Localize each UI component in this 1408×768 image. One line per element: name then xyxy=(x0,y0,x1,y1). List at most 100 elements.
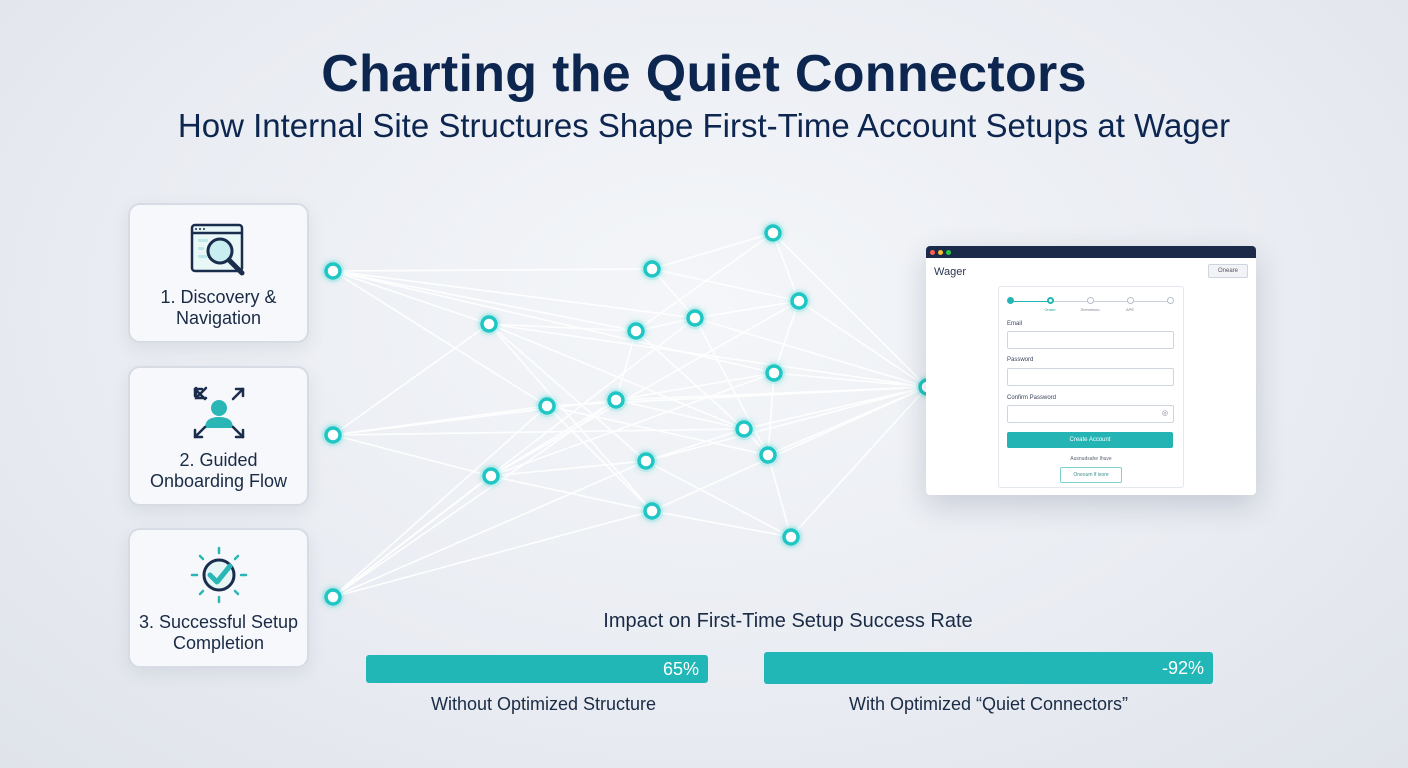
connector-line xyxy=(767,372,775,456)
show-password-icon[interactable]: ◎ xyxy=(1161,410,1168,417)
step-label: Srenmisoo xyxy=(1080,307,1100,312)
connector-line xyxy=(615,386,928,401)
connector-line xyxy=(490,300,800,477)
step-label: Onare xyxy=(1044,307,1056,312)
connector-node xyxy=(641,258,663,280)
page-subtitle: How Internal Site Structures Shape First… xyxy=(177,107,1231,144)
connector-line xyxy=(488,323,637,332)
connector-node xyxy=(684,307,706,329)
stepper-line xyxy=(1052,301,1172,302)
connector-line xyxy=(798,300,928,388)
connector-line xyxy=(332,270,637,332)
create-account-button[interactable]: Create Account xyxy=(1007,432,1173,448)
connector-line xyxy=(332,323,490,436)
connector-node xyxy=(635,450,657,472)
success-bar-with: -92% xyxy=(764,652,1213,684)
secondary-button[interactable]: Oneoum lf ixore xyxy=(1060,467,1122,483)
signup-stepper: Onare Srenmisoo APE xyxy=(1007,297,1175,315)
bar-caption: Without Optimized Structure xyxy=(430,694,657,714)
connector-node xyxy=(763,362,785,384)
connector-line xyxy=(767,386,928,456)
connector-line xyxy=(615,372,775,401)
step-dot-active xyxy=(1047,297,1054,304)
connector-line xyxy=(332,268,653,272)
signup-form: Onare Srenmisoo APE Email Password Confi… xyxy=(998,286,1184,488)
step-dot xyxy=(1127,297,1134,304)
connector-line xyxy=(772,232,800,302)
connector-line xyxy=(490,475,653,512)
step-label: APE xyxy=(1125,307,1134,312)
step-dot xyxy=(1007,297,1014,304)
email-label: Email xyxy=(1007,321,1023,327)
connector-line xyxy=(488,323,647,462)
stage-label: 2. Guided Onboarding Flow xyxy=(149,450,288,491)
connector-line xyxy=(694,317,769,456)
password-field[interactable] xyxy=(1007,368,1174,386)
connector-line xyxy=(332,270,696,319)
connector-line xyxy=(488,323,653,512)
connector-line xyxy=(332,399,617,598)
connector-node xyxy=(478,313,500,335)
connector-node xyxy=(322,260,344,282)
connector-node xyxy=(780,526,802,548)
connector-line xyxy=(488,323,928,388)
connector-line xyxy=(332,510,653,598)
connector-line xyxy=(332,434,492,477)
connector-line xyxy=(546,405,769,456)
connector-node xyxy=(322,586,344,608)
stage-card-discovery: 1. Discovery & Navigation xyxy=(128,203,309,343)
connector-line xyxy=(645,428,745,462)
success-bar-without: 65% xyxy=(366,655,708,683)
connector-line xyxy=(332,460,647,598)
connector-node xyxy=(536,395,558,417)
page-title: Charting the Quiet Connectors xyxy=(321,45,1087,103)
site-brand: Wager xyxy=(934,266,966,278)
connector-line xyxy=(651,386,928,512)
connector-node xyxy=(762,222,784,244)
connector-node xyxy=(788,290,810,312)
header-button[interactable]: Oneare xyxy=(1208,264,1248,278)
connector-node xyxy=(322,424,344,446)
connector-line xyxy=(790,386,928,538)
impact-title: Impact on First-Time Setup Success Rate xyxy=(603,610,973,632)
connector-line xyxy=(332,270,548,407)
connector-line xyxy=(645,386,928,462)
connector-line xyxy=(767,454,792,538)
connector-node xyxy=(757,444,779,466)
step-dot xyxy=(1167,297,1174,304)
connector-line xyxy=(694,300,800,319)
bar-caption: With Optimized “Quiet Connectors” xyxy=(848,694,1129,714)
magnifier-browser-icon xyxy=(190,223,245,276)
confirm-password-field[interactable]: ◎ xyxy=(1007,405,1174,423)
connector-line xyxy=(332,270,490,325)
maximize-dot-icon xyxy=(946,250,951,255)
connector-node xyxy=(733,418,755,440)
connector-line xyxy=(651,510,792,538)
step-dot xyxy=(1087,297,1094,304)
signup-browser-mockup: Wager Oneare Onare Srenmisoo APE Email P… xyxy=(926,246,1256,495)
connector-line xyxy=(615,330,637,401)
browser-title-bar xyxy=(926,246,1256,258)
checkmark-badge-icon xyxy=(190,546,248,604)
confirm-password-label: Confirm Password xyxy=(1007,395,1057,401)
email-field[interactable] xyxy=(1007,331,1174,349)
connector-line xyxy=(332,399,617,436)
connector-line xyxy=(651,232,774,270)
connector-line xyxy=(773,372,928,388)
close-dot-icon xyxy=(930,250,935,255)
connector-line xyxy=(488,323,745,430)
stage-card-onboarding: 2. Guided Onboarding Flow xyxy=(128,366,309,506)
stage-card-completion: 3. Successful Setup Completion xyxy=(128,528,309,668)
connector-node xyxy=(641,500,663,522)
connector-line xyxy=(332,405,548,598)
user-expand-icon xyxy=(193,386,245,439)
stage-label: 1. Discovery & Navigation xyxy=(160,287,277,328)
connector-line xyxy=(651,268,800,302)
connector-line xyxy=(635,232,774,332)
connector-line xyxy=(332,317,696,598)
form-note: Ausnudsahe Ihuve xyxy=(1070,456,1112,462)
bar-value-label: -92% xyxy=(1161,658,1204,678)
stepper-line xyxy=(1011,301,1051,302)
connector-node xyxy=(605,389,627,411)
